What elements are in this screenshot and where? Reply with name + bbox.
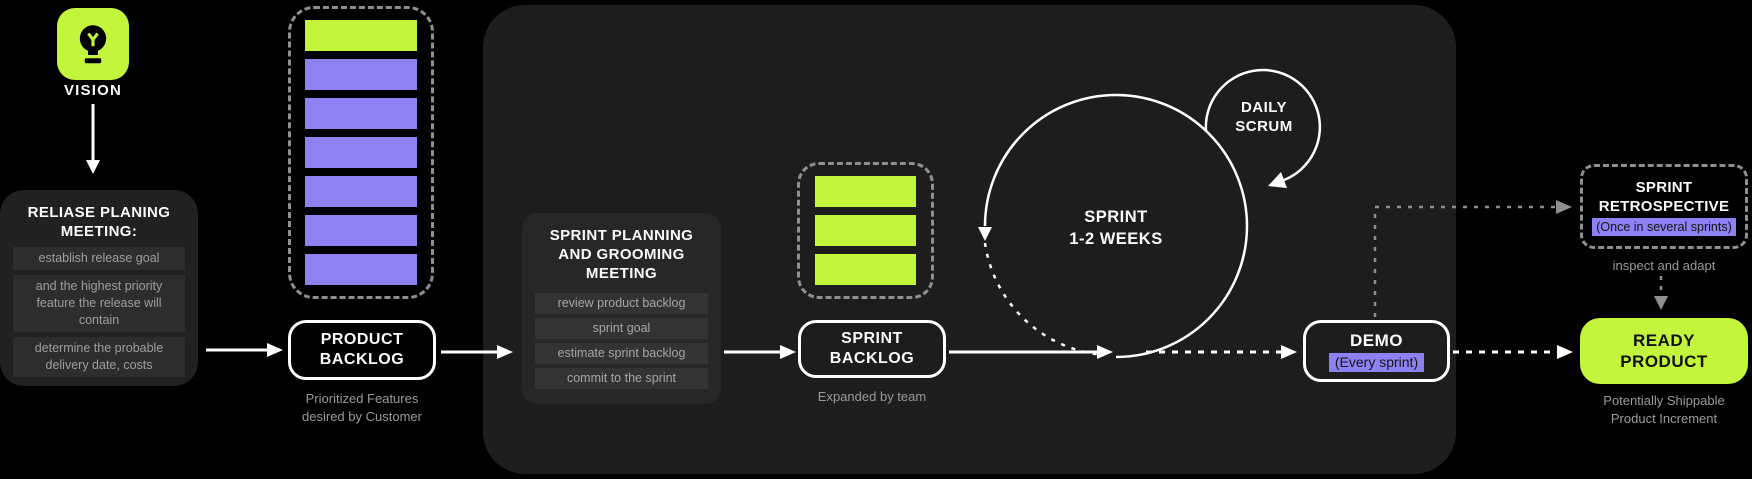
green-backlog-bar bbox=[815, 176, 916, 207]
retro-to-ready-dashed-arrow bbox=[1654, 276, 1668, 310]
ready-product-caption: Potentially Shippable Product Increment bbox=[1603, 393, 1725, 426]
product-to-planning-arrow bbox=[441, 345, 513, 359]
sprint-cycle-circle bbox=[983, 93, 1249, 359]
planning-item: review product backlog bbox=[535, 293, 708, 314]
planning-to-backlog-arrow bbox=[724, 345, 796, 359]
green-backlog-bar bbox=[815, 254, 916, 285]
purple-backlog-bar bbox=[305, 215, 417, 246]
retrospective-note: inspect and adapt bbox=[1612, 258, 1716, 273]
planning-item: estimate sprint backlog bbox=[535, 343, 708, 364]
sprint-cycle-label: SPRINT 1-2 WEEKS bbox=[1069, 208, 1163, 248]
release-item: and the highest priority feature the rel… bbox=[13, 275, 185, 332]
planning-item: commit to the sprint bbox=[535, 368, 708, 389]
sprint-cycle-arrowhead bbox=[978, 227, 992, 241]
planning-item: sprint goal bbox=[535, 318, 708, 339]
demo-label: DEMO bbox=[1350, 330, 1403, 350]
sprint-cycle-dashed-arc bbox=[983, 242, 1105, 357]
backlog-to-sprint-arrow bbox=[949, 345, 1113, 359]
demo-button: DEMO (Every sprint) bbox=[1303, 320, 1450, 382]
daily-scrum-arrowhead bbox=[1268, 172, 1287, 188]
demo-to-ready-dashed-arrow bbox=[1453, 345, 1573, 359]
release-item: establish release goal bbox=[13, 247, 185, 270]
product-backlog-stack bbox=[288, 6, 434, 299]
ready-product-button: READY PRODUCT bbox=[1580, 318, 1748, 384]
sprint-backlog-stack bbox=[797, 162, 934, 299]
vision-icon bbox=[57, 8, 129, 80]
purple-backlog-bar bbox=[305, 176, 417, 207]
sprint-planning-box: SPRINT PLANNING AND GROOMING MEETING rev… bbox=[522, 213, 721, 404]
green-backlog-bar bbox=[305, 20, 417, 51]
retrospective-title: SPRINT RETROSPECTIVE bbox=[1598, 178, 1730, 215]
green-backlog-bar bbox=[815, 215, 916, 246]
demo-to-retro-dashed-connector bbox=[1373, 200, 1572, 317]
sprint-backlog-button: SPRINT BACKLOG bbox=[798, 320, 946, 378]
sprint-backlog-caption: Expanded by team bbox=[817, 389, 927, 404]
daily-scrum-label: DAILY SCRUM bbox=[1235, 99, 1293, 135]
product-backlog-caption: Prioritized Features desired by Customer bbox=[302, 391, 422, 424]
release-to-product-arrow bbox=[206, 343, 283, 357]
release-item: determine the probable delivery date, co… bbox=[13, 337, 185, 377]
retrospective-box: SPRINT RETROSPECTIVE (Once in several sp… bbox=[1580, 164, 1748, 249]
sprint-planning-title: SPRINT PLANNING AND GROOMING MEETING bbox=[549, 227, 694, 282]
vision-arrow bbox=[86, 104, 100, 174]
purple-backlog-bar bbox=[305, 59, 417, 90]
purple-backlog-bar bbox=[305, 98, 417, 129]
release-planning-title: RELIASE PLANING MEETING: bbox=[27, 204, 171, 240]
lightbulb-icon bbox=[79, 25, 107, 64]
sprint-to-demo-dashed-arrow bbox=[1146, 345, 1297, 359]
daily-scrum-loop bbox=[1204, 68, 1322, 182]
release-planning-box: RELIASE PLANING MEETING: establish relea… bbox=[0, 190, 198, 386]
purple-backlog-bar bbox=[305, 254, 417, 285]
vision-label: VISION bbox=[63, 82, 123, 99]
retrospective-badge: (Once in several sprints) bbox=[1592, 217, 1736, 236]
demo-badge: (Every sprint) bbox=[1328, 352, 1425, 372]
product-backlog-button: PRODUCT BACKLOG bbox=[288, 320, 436, 380]
purple-backlog-bar bbox=[305, 137, 417, 168]
